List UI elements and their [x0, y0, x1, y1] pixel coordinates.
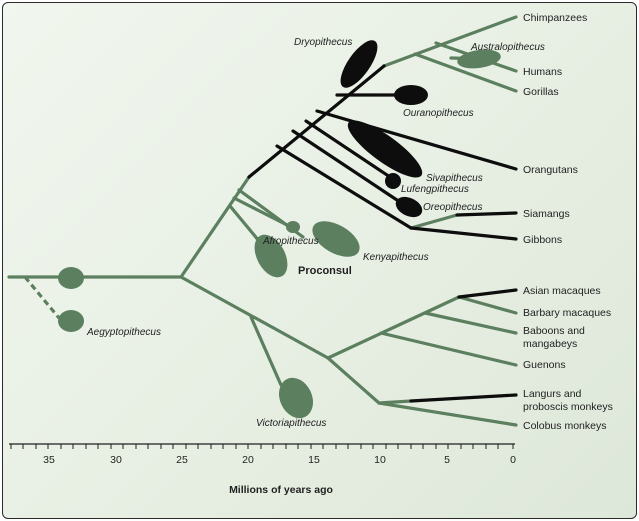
fossil-blob-trunk	[58, 267, 84, 289]
label-sivapithecus: Sivapithecus	[426, 173, 483, 184]
label-baboons-line1: Baboons and	[523, 325, 585, 337]
tick-label: 35	[43, 454, 55, 466]
label-baboons-line2: mangabeys	[523, 338, 577, 350]
orangutan-branch	[315, 109, 518, 171]
lesser-ape-branch	[275, 144, 413, 230]
gibbon-branch	[409, 226, 518, 241]
label-chimpanzees: Chimpanzees	[523, 12, 587, 24]
label-kenyapithecus: Kenyapithecus	[363, 252, 429, 263]
monkey-branch	[179, 275, 330, 360]
fossil-blob-afropithecus	[286, 221, 300, 233]
chimp-branch-green	[382, 15, 518, 68]
fossil-blob-lufengpithecus	[385, 173, 401, 189]
lufengpithecus-branch	[304, 119, 398, 183]
fossil-blob-victoriapithecus	[278, 377, 314, 419]
axis-ticks	[10, 444, 514, 449]
tick-label: 5	[444, 454, 450, 466]
label-humans: Humans	[523, 66, 562, 78]
fossil-blob-kenyapithecus	[312, 221, 360, 257]
label-afropithecus: Afropithecus	[262, 236, 319, 247]
label-dryopithecus: Dryopithecus	[294, 37, 352, 48]
tick-label: 25	[176, 454, 188, 466]
label-lufengpithecus: Lufengpithecus	[401, 184, 469, 195]
baboon-branch	[423, 311, 518, 335]
label-ouranopithecus: Ouranopithecus	[403, 108, 474, 119]
time-axis: 35 30 25 20 15 10 5 0 Millions of years …	[9, 443, 516, 496]
afropithecus-branch	[232, 196, 293, 229]
green-lineages	[7, 15, 518, 427]
label-barbary-macaques: Barbary macaques	[523, 307, 611, 319]
black-lineages	[247, 64, 518, 403]
fossil-blob-oreopithecus	[395, 196, 423, 218]
tick-label: 20	[242, 454, 254, 466]
victoriapithecus-branch	[249, 315, 283, 387]
label-langurs-line1: Langurs and	[523, 388, 582, 400]
colobine-branch	[326, 356, 381, 405]
primate-phylogeny-diagram: Chimpanzees Humans Gorillas Orangutans S…	[7, 12, 613, 496]
ape-branch	[179, 175, 251, 279]
label-siamangs: Siamangs	[523, 208, 570, 220]
tick-label: 30	[110, 454, 122, 466]
fossil-blob-aegyptopithecus	[58, 310, 84, 332]
fossil-blob-ouranopithecus	[394, 85, 428, 105]
aegyptopithecus-dashed-branch	[23, 275, 61, 320]
label-proconsul: Proconsul	[298, 265, 352, 277]
guenon-branch	[379, 331, 518, 367]
label-oreopithecus: Oreopithecus	[423, 202, 482, 213]
fossil-blob-proconsul	[254, 234, 288, 278]
label-orangutans: Orangutans	[523, 164, 578, 176]
label-australopithecus: Australopithecus	[470, 42, 545, 53]
siamang-branch-black	[455, 211, 518, 217]
fossil-blob-australopithecus	[457, 49, 501, 69]
gorilla-branch	[413, 52, 518, 93]
asian-macaque-branch	[457, 288, 518, 299]
label-victoriapithecus: Victoriapithecus	[256, 418, 326, 429]
label-guenons: Guenons	[523, 359, 566, 371]
axis-title: Millions of years ago	[229, 484, 333, 496]
label-colobus: Colobus monkeys	[523, 420, 606, 432]
great-ape-branch	[247, 64, 386, 179]
black-fossils	[340, 40, 428, 218]
oreopithecus-branch	[291, 129, 408, 208]
label-gorillas: Gorillas	[523, 86, 559, 98]
langur-branch-black	[409, 393, 518, 403]
fossil-blob-sivapithecus	[347, 120, 423, 178]
siamang-branch-green	[409, 213, 459, 230]
tick-label: 0	[510, 454, 516, 466]
label-aegyptopithecus: Aegyptopithecus	[86, 327, 161, 338]
label-langurs-line2: proboscis monkeys	[523, 401, 613, 413]
cercopithecine-branch	[326, 295, 461, 360]
label-asian-macaques: Asian macaques	[523, 285, 601, 297]
tick-label: 15	[308, 454, 320, 466]
colobus-branch	[377, 401, 518, 427]
barbary-branch	[457, 295, 518, 315]
fossil-blob-dryopithecus	[340, 40, 378, 88]
tick-label: 10	[374, 454, 386, 466]
label-gibbons: Gibbons	[523, 234, 562, 246]
green-fossils	[58, 49, 501, 419]
